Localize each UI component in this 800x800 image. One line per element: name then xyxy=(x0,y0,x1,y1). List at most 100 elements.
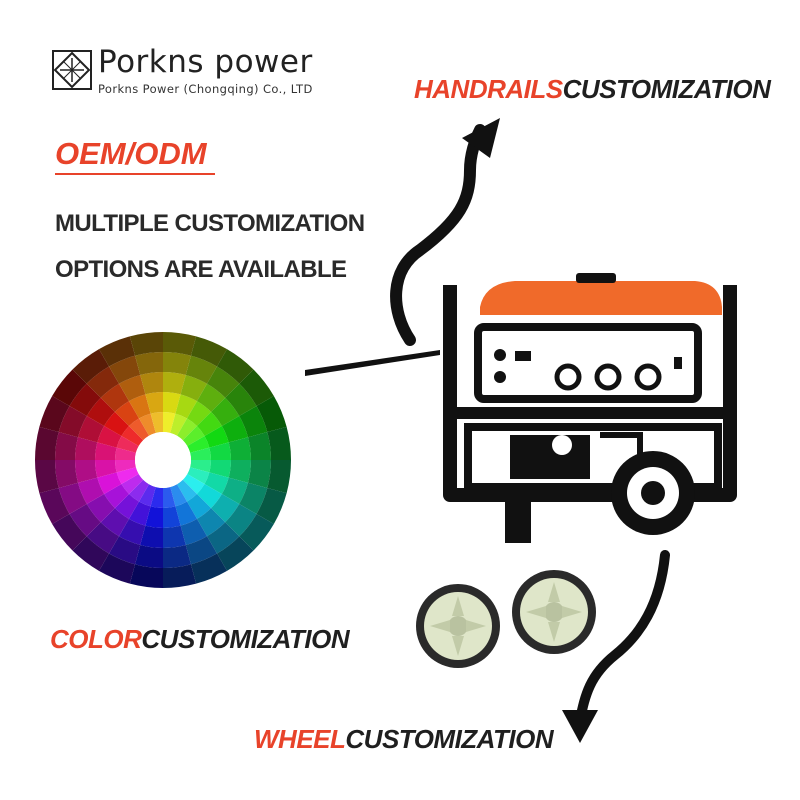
color-wheel-segment xyxy=(55,460,78,488)
color-wheel-segment xyxy=(211,494,240,523)
color-wheel-segment xyxy=(104,411,130,436)
color-wheel-segment xyxy=(86,366,119,398)
color-wheel-segment xyxy=(119,374,146,402)
color-caption: COLORCUSTOMIZATION xyxy=(50,624,350,655)
color-caption-accent: COLOR xyxy=(50,624,142,654)
color-wheel-segment xyxy=(239,482,268,514)
color-wheel-segment xyxy=(69,383,101,416)
color-wheel-segment xyxy=(190,336,227,367)
color-wheel-segment xyxy=(197,508,226,537)
color-wheel-segment xyxy=(77,477,105,504)
color-wheel-segment xyxy=(180,518,207,546)
color-wheel-segment xyxy=(239,369,274,406)
color-wheel-segment xyxy=(39,487,70,524)
color-wheel-segment xyxy=(75,460,98,483)
color-wheel-segment xyxy=(115,460,136,473)
color-wheel-segment xyxy=(129,479,149,502)
color-wheel-segment xyxy=(170,484,187,507)
color-wheel-segment xyxy=(163,392,181,414)
color-wheel-segment xyxy=(207,522,240,554)
color-wheel-segment xyxy=(100,383,129,412)
color-wheel-segment xyxy=(187,467,210,484)
color-wheel-segment xyxy=(163,332,197,356)
color-wheel-segment xyxy=(109,355,141,384)
color-wheel-segment xyxy=(35,460,59,494)
color-wheel-segment xyxy=(228,437,251,460)
color-wheel-segment xyxy=(170,413,187,436)
spare-wheels xyxy=(416,570,596,668)
color-wheel-segment xyxy=(175,394,197,419)
color-wheel-segment xyxy=(72,349,109,384)
oem-underline xyxy=(55,173,215,175)
curved-arrow-up-icon xyxy=(390,118,500,346)
color-wheel-segment xyxy=(217,349,254,384)
color-wheel-segment xyxy=(97,472,122,494)
color-wheel-segment xyxy=(225,383,257,416)
color-wheel-segment xyxy=(140,525,163,548)
color-wheel-segment xyxy=(52,514,87,551)
generator-illustration xyxy=(305,273,737,543)
oem-odm-heading: OEM/ODM xyxy=(55,136,207,171)
color-wheel-segment xyxy=(187,436,210,453)
color-wheel-segment xyxy=(221,416,249,443)
color-wheel-segment xyxy=(239,514,274,551)
handrails-caption: HANDRAILSCUSTOMIZATION xyxy=(414,74,771,105)
color-wheel-segment xyxy=(58,406,87,438)
headline-line-2: OPTIONS ARE AVAILABLE xyxy=(55,256,347,283)
brand-logo-icon xyxy=(52,50,92,90)
color-wheel-segment xyxy=(190,447,211,460)
color-wheel-segment xyxy=(58,482,87,514)
color-wheel-segment xyxy=(121,474,144,494)
color-wheel-segment xyxy=(99,336,136,367)
color-wheel-segment xyxy=(55,432,78,460)
headline-line-1: MULTIPLE CUSTOMIZATION xyxy=(55,210,365,237)
color-wheel-segment xyxy=(115,447,136,460)
color-wheel-segment xyxy=(35,426,59,460)
color-wheel-segment xyxy=(196,484,222,509)
handrails-caption-accent: HANDRAILS xyxy=(414,74,563,104)
color-wheel-segment xyxy=(69,504,101,537)
brand-name: Porkns power xyxy=(98,44,313,80)
color-wheel-segment xyxy=(129,332,163,356)
color-wheel-segment xyxy=(95,442,117,460)
color-wheel-center xyxy=(135,432,191,488)
curved-arrow-down-icon xyxy=(562,550,670,743)
color-wheel-segment xyxy=(139,413,156,436)
color-wheel-segment xyxy=(116,467,139,484)
color-wheel-segment xyxy=(163,412,176,433)
color-wheel-segment xyxy=(163,372,186,395)
color-wheel-segment xyxy=(135,545,163,568)
color-wheel-segment xyxy=(163,487,176,508)
color-wheel-segment xyxy=(39,396,70,433)
color-wheel-segment xyxy=(239,406,268,438)
color-wheel-segment xyxy=(182,426,205,446)
handrails-caption-rest: CUSTOMIZATION xyxy=(562,74,771,104)
color-wheel-segment xyxy=(207,366,240,398)
brand-subtitle: Porkns Power (Chongqing) Co., LTD xyxy=(98,82,313,96)
color-wheel-segment xyxy=(267,426,291,460)
color-wheel-segment xyxy=(145,506,163,528)
color-wheel-segment xyxy=(196,411,222,436)
color-wheel-segment xyxy=(209,442,231,460)
color-wheel-segment xyxy=(163,525,186,548)
spare-wheel-left-icon xyxy=(416,584,500,668)
color-wheel-segment xyxy=(185,536,217,565)
color-wheel-segment xyxy=(190,460,211,473)
color-wheel-segment xyxy=(129,501,151,526)
color-wheel-segment xyxy=(116,436,139,453)
color-wheel-segment xyxy=(52,369,87,406)
color-wheel-segment xyxy=(197,383,226,412)
color-wheel-segment xyxy=(100,508,129,537)
color-wheel-segment xyxy=(190,553,227,584)
color-wheel-segment xyxy=(109,536,141,565)
color-wheel-segment xyxy=(163,564,197,588)
color-wheel-segment xyxy=(139,484,156,507)
spare-wheel-right-icon xyxy=(512,570,596,654)
color-wheel-segment xyxy=(86,522,119,554)
color-wheel-segment xyxy=(129,564,163,588)
color-wheel-segment xyxy=(217,536,254,571)
color-wheel-segment xyxy=(228,460,251,483)
color-wheel-segment xyxy=(121,426,144,446)
color-wheel-segment xyxy=(175,501,197,526)
color-wheel-segment xyxy=(204,472,229,494)
